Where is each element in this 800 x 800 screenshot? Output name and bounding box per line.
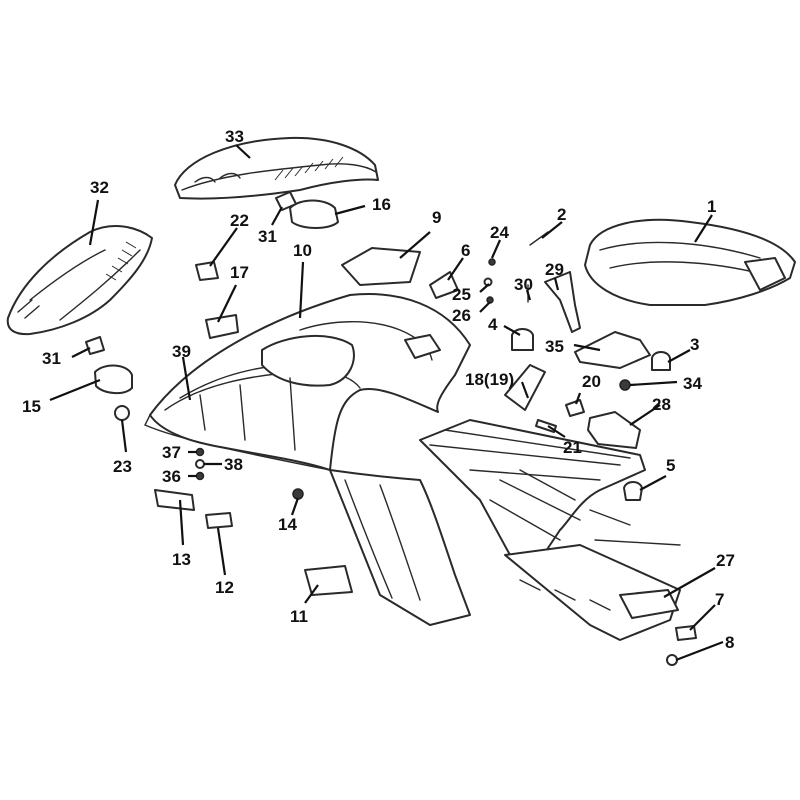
callout-29: 29 [545, 260, 564, 279]
part-3-cap [651, 351, 671, 371]
callout-26: 26 [452, 306, 471, 325]
part-31-clip-upper [275, 191, 297, 211]
callout-31-upper: 31 [258, 227, 277, 246]
lower-mudguard [304, 469, 471, 626]
callout-38: 38 [224, 455, 243, 474]
callout-37: 37 [162, 443, 181, 462]
callout-11: 11 [290, 607, 308, 626]
callout-14: 14 [278, 515, 297, 534]
part-9-plate [341, 247, 421, 286]
part-12-bracket [205, 512, 233, 529]
part-36-nut [195, 471, 205, 481]
callout-23: 23 [113, 457, 132, 476]
callout-6: 6 [461, 241, 470, 260]
part-6-cover [429, 271, 459, 299]
callout-5: 5 [666, 456, 675, 475]
callout-8: 8 [725, 633, 734, 652]
callout-34: 34 [683, 374, 702, 393]
callout-4: 4 [488, 315, 498, 334]
callout-22: 22 [230, 211, 249, 230]
part-13-bracket [154, 489, 195, 511]
part-34-bolt [619, 379, 631, 391]
part-38-washer [195, 459, 205, 469]
callout-13: 13 [172, 550, 191, 569]
part-35-bracket [574, 331, 651, 369]
callout-labels: 1 2 3 4 5 6 7 8 9 10 11 12 13 14 15 16 1… [22, 127, 735, 652]
callout-24: 24 [490, 223, 509, 242]
part-17-bracket [205, 314, 239, 339]
callout-16: 16 [372, 195, 391, 214]
part-5-mount [623, 481, 643, 501]
part-16-tail-light [289, 199, 339, 229]
part-8-bolt [666, 654, 678, 666]
callout-27: 27 [716, 551, 735, 570]
part-14-clip [292, 488, 304, 500]
callout-9: 9 [432, 208, 441, 227]
part-2-rod [529, 231, 549, 246]
callout-17: 17 [230, 263, 249, 282]
callout-39: 39 [172, 342, 191, 361]
callout-2: 2 [557, 205, 566, 224]
callout-7: 7 [715, 590, 724, 609]
part-20-clip [565, 399, 585, 417]
callout-3: 3 [690, 335, 699, 354]
callout-1: 1 [707, 197, 716, 216]
part-28-battery-box [587, 411, 641, 449]
part-29-bracket [527, 271, 581, 333]
callout-36: 36 [162, 467, 181, 486]
part-31-clip-lower [85, 336, 105, 355]
callout-21: 21 [563, 438, 582, 457]
part-37-bolt [195, 447, 205, 457]
part-27-plate [619, 589, 679, 619]
callout-33: 33 [225, 127, 244, 146]
callout-15: 15 [22, 397, 41, 416]
part-32-front-cover [6, 225, 153, 336]
callout-35: 35 [545, 337, 564, 356]
callout-12: 12 [215, 578, 234, 597]
callout-32: 32 [90, 178, 109, 197]
callout-28: 28 [652, 395, 671, 414]
part-24-screw [488, 258, 496, 266]
callout-18-19: 18(19) [465, 370, 514, 389]
part-39-rear-fender [144, 293, 471, 471]
callout-10: 10 [293, 241, 312, 260]
callout-20: 20 [582, 372, 601, 391]
leader-lines [49, 144, 724, 662]
part-22-clip [195, 261, 219, 281]
part-15-tail-light [94, 364, 133, 394]
callout-31-lower: 31 [42, 349, 61, 368]
part-33-rear-cover [174, 136, 379, 200]
callout-25: 25 [452, 285, 471, 304]
callout-30: 30 [514, 275, 533, 294]
part-1-seat [584, 218, 796, 306]
part-23-grommet [114, 405, 130, 421]
